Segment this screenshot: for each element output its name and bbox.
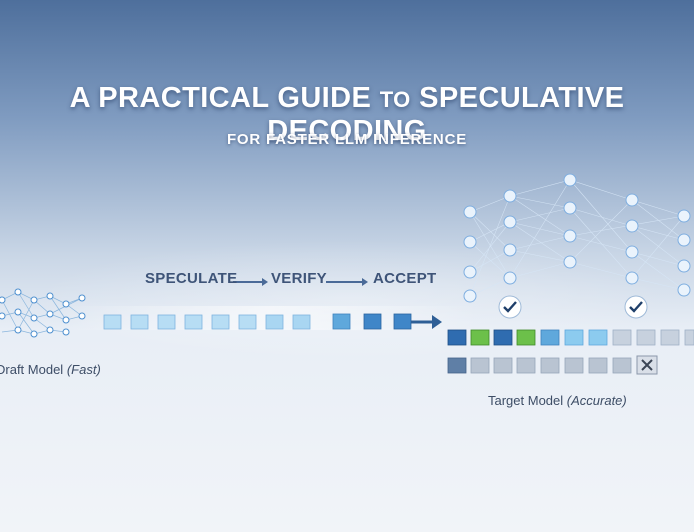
page-subtitle: FOR FASTER LLM INFERENCE [226, 131, 468, 148]
flow-step-speculate: SPECULATE [145, 270, 238, 287]
draft-model-name: Draft Model [0, 362, 64, 377]
flow-step-accept: ACCEPT [373, 270, 437, 287]
draft-model-label: Draft Model (Fast) [0, 362, 101, 377]
check-icon [498, 295, 522, 319]
target-model-label: Target Model (Accurate) [488, 393, 627, 408]
arrow-right-icon [411, 315, 442, 329]
draft-token-stream [103, 313, 412, 330]
page-title: A PRACTICAL GUIDE TO SPECULATIVE DECODIN… [0, 82, 694, 148]
verification-token-row [447, 329, 694, 346]
flow-step-verify: VERIFY [271, 270, 327, 287]
target-model-name: Target Model [488, 393, 564, 408]
x-icon [636, 355, 658, 375]
draft-model-nodes [0, 288, 86, 338]
title-part-1: A PRACTICAL GUIDE [69, 82, 372, 114]
target-model-qualifier: (Accurate) [566, 393, 627, 408]
check-icon [624, 295, 648, 319]
title-part-3: SPECULATIVE DECODING [267, 82, 625, 147]
target-output-row [447, 357, 632, 374]
draft-model-qualifier: (Fast) [66, 362, 101, 377]
target-model-nodes [463, 173, 691, 303]
title-part-2: TO [379, 87, 411, 112]
flow-arrows [233, 278, 368, 286]
